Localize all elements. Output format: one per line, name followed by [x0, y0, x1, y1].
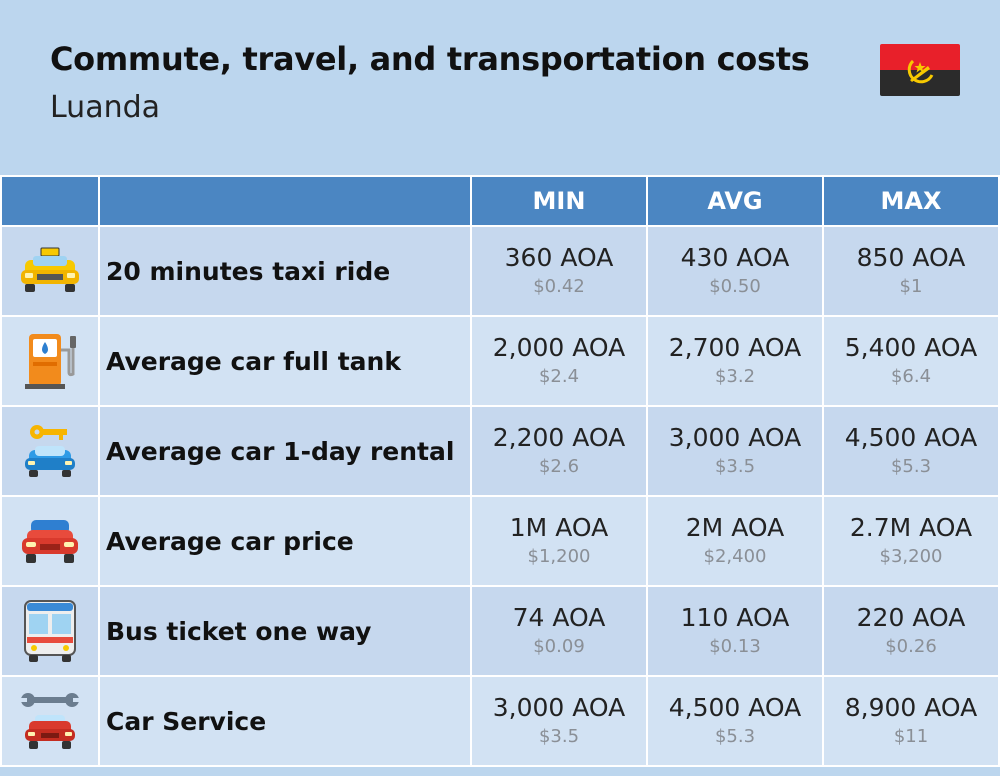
max-value: 5,400 AOA [844, 333, 978, 362]
table-row: 20 minutes taxi ride 360 AOA $0.42 430 A… [0, 225, 1000, 317]
avg-usd: $2,400 [703, 546, 767, 567]
avg-value: 4,500 AOA [668, 693, 802, 722]
header-avg: AVG [646, 175, 824, 227]
min-value: 2,200 AOA [492, 423, 626, 452]
min-cell: 1M AOA $1,200 [470, 495, 648, 587]
min-cell: 2,200 AOA $2.6 [470, 405, 648, 497]
min-usd: $1,200 [527, 546, 591, 567]
avg-value: 110 AOA [680, 603, 790, 632]
max-usd: $1 [899, 276, 923, 297]
avg-value: 430 AOA [680, 243, 790, 272]
max-cell: 220 AOA $0.26 [822, 585, 1000, 677]
min-cell: 74 AOA $0.09 [470, 585, 648, 677]
avg-usd: $3.5 [714, 456, 756, 477]
max-cell: 5,400 AOA $6.4 [822, 315, 1000, 407]
max-cell: 4,500 AOA $5.3 [822, 405, 1000, 497]
table-row: Car Service 3,000 AOA $3.5 4,500 AOA $5.… [0, 675, 1000, 767]
min-usd: $0.42 [533, 276, 585, 297]
angola-flag-icon [880, 44, 960, 96]
cost-table: MIN AVG MAX 20 minutes taxi ride [0, 175, 1000, 767]
table-header-row: MIN AVG MAX [0, 175, 1000, 227]
min-usd: $2.6 [538, 456, 580, 477]
max-value: 220 AOA [856, 603, 966, 632]
min-usd: $0.09 [533, 636, 585, 657]
max-usd: $11 [893, 726, 929, 747]
avg-cell: 2M AOA $2,400 [646, 495, 824, 587]
header-max: MAX [822, 175, 1000, 227]
max-usd: $3,200 [879, 546, 943, 567]
avg-value: 2,700 AOA [668, 333, 802, 362]
max-cell: 850 AOA $1 [822, 225, 1000, 317]
red-car-icon [0, 495, 100, 587]
max-usd: $5.3 [890, 456, 932, 477]
row-label: Average car 1-day rental [98, 405, 472, 497]
min-value: 3,000 AOA [492, 693, 626, 722]
header-label-col [98, 175, 472, 227]
row-label: Car Service [98, 675, 472, 767]
min-cell: 3,000 AOA $3.5 [470, 675, 648, 767]
city-subtitle: Luanda [50, 90, 161, 125]
avg-value: 2M AOA [685, 513, 785, 542]
max-cell: 2.7M AOA $3,200 [822, 495, 1000, 587]
min-value: 1M AOA [509, 513, 609, 542]
max-usd: $6.4 [890, 366, 932, 387]
min-value: 360 AOA [504, 243, 614, 272]
avg-cell: 2,700 AOA $3.2 [646, 315, 824, 407]
header-min: MIN [470, 175, 648, 227]
avg-usd: $5.3 [714, 726, 756, 747]
table-row: Bus ticket one way 74 AOA $0.09 110 AOA … [0, 585, 1000, 677]
max-value: 850 AOA [856, 243, 966, 272]
car-key-icon [0, 405, 100, 497]
wrench-car-icon [0, 675, 100, 767]
table-row: Average car price 1M AOA $1,200 2M AOA $… [0, 495, 1000, 587]
avg-value: 3,000 AOA [668, 423, 802, 452]
page-title: Commute, travel, and transportation cost… [50, 40, 810, 78]
max-value: 4,500 AOA [844, 423, 978, 452]
bus-icon [0, 585, 100, 677]
fuel-pump-icon [0, 315, 100, 407]
row-label: Average car price [98, 495, 472, 587]
max-cell: 8,900 AOA $11 [822, 675, 1000, 767]
min-cell: 2,000 AOA $2.4 [470, 315, 648, 407]
taxi-icon [0, 225, 100, 317]
header: Commute, travel, and transportation cost… [0, 0, 1000, 175]
avg-usd: $3.2 [714, 366, 756, 387]
avg-cell: 430 AOA $0.50 [646, 225, 824, 317]
row-label: Bus ticket one way [98, 585, 472, 677]
row-label: Average car full tank [98, 315, 472, 407]
header-icon-col [0, 175, 100, 227]
max-value: 8,900 AOA [844, 693, 978, 722]
row-label: 20 minutes taxi ride [98, 225, 472, 317]
max-value: 2.7M AOA [849, 513, 973, 542]
table-row: Average car full tank 2,000 AOA $2.4 2,7… [0, 315, 1000, 407]
min-cell: 360 AOA $0.42 [470, 225, 648, 317]
min-value: 74 AOA [512, 603, 606, 632]
avg-cell: 4,500 AOA $5.3 [646, 675, 824, 767]
max-usd: $0.26 [885, 636, 937, 657]
min-usd: $2.4 [538, 366, 580, 387]
avg-usd: $0.50 [709, 276, 761, 297]
avg-cell: 3,000 AOA $3.5 [646, 405, 824, 497]
table-row: Average car 1-day rental 2,200 AOA $2.6 … [0, 405, 1000, 497]
min-usd: $3.5 [538, 726, 580, 747]
min-value: 2,000 AOA [492, 333, 626, 362]
avg-usd: $0.13 [709, 636, 761, 657]
avg-cell: 110 AOA $0.13 [646, 585, 824, 677]
